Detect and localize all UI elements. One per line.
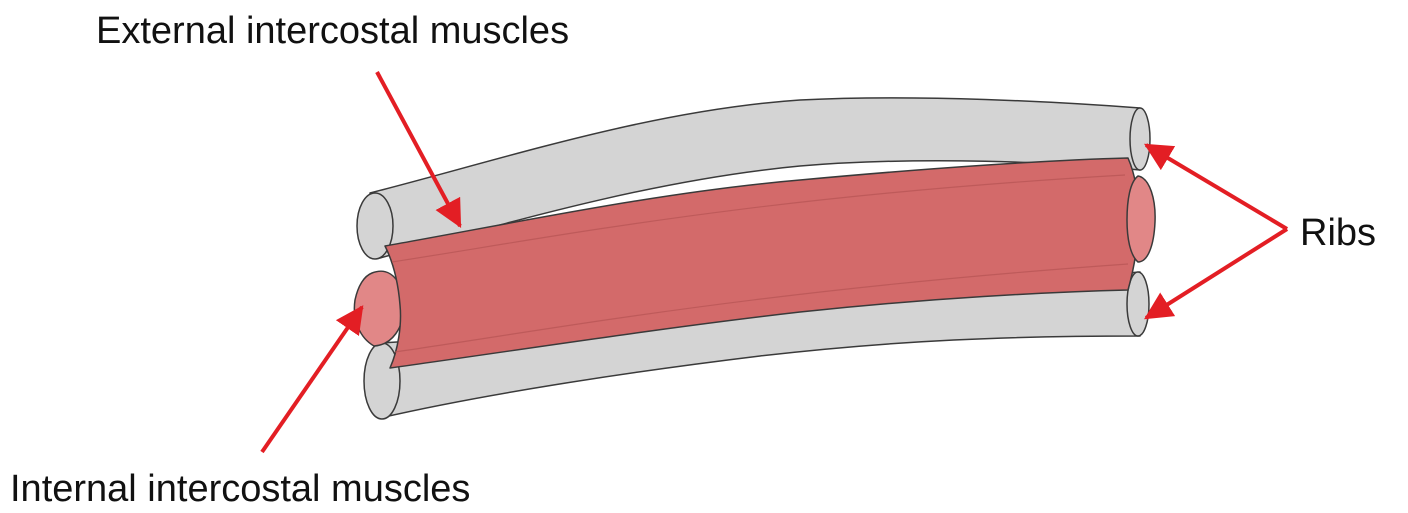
arrow-rib-lower (1146, 229, 1287, 318)
label-ribs: Ribs (1300, 214, 1376, 252)
arrow-internal (262, 307, 362, 452)
external-muscle-end (1127, 176, 1155, 262)
arrow-rib-upper (1146, 145, 1287, 229)
label-internal-intercostal: Internal intercostal muscles (10, 470, 470, 508)
label-external-intercostal: External intercostal muscles (96, 12, 569, 50)
